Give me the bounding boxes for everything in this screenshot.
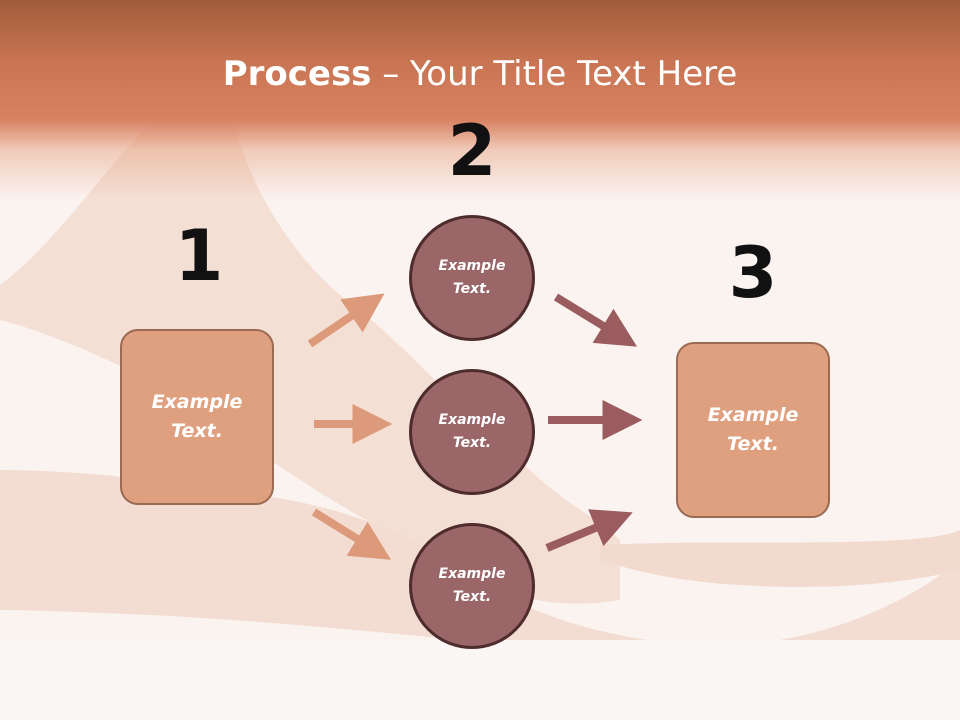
arrow-top-to-3 — [553, 293, 638, 347]
step-3-text-line1: Example — [707, 404, 799, 426]
arrow-1-to-top — [307, 293, 385, 348]
circle-bottom-line2: Text. — [452, 589, 492, 605]
step-2-circle-top: Example Text. — [409, 215, 535, 341]
circle-top-line1: Example — [438, 258, 506, 274]
step-1-box: Example Text. — [120, 329, 274, 505]
circle-middle-line2: Text. — [452, 435, 492, 451]
title-bold: Process — [222, 54, 372, 94]
arrow-1-to-bottom — [311, 508, 392, 560]
slide-title: Process – Your Title Text Here — [0, 52, 960, 96]
circle-top-line2: Text. — [452, 281, 492, 297]
step-1-text-line2: Text. — [171, 420, 223, 442]
step-number-2: 2 — [447, 110, 497, 192]
step-number-3: 3 — [728, 232, 778, 314]
header-band — [0, 0, 960, 200]
step-number-1: 1 — [174, 215, 224, 297]
step-1-text-line1: Example — [151, 391, 243, 413]
step-3-text-line2: Text. — [727, 433, 779, 455]
arrow-bottom-to-3 — [545, 509, 633, 552]
circle-middle-line1: Example — [438, 412, 506, 428]
step-2-circle-bottom: Example Text. — [409, 523, 535, 649]
circle-bottom-line1: Example — [438, 566, 506, 582]
title-rest: – Your Title Text Here — [371, 54, 738, 94]
step-3-box: Example Text. — [676, 342, 830, 518]
step-2-circle-middle: Example Text. — [409, 369, 535, 495]
